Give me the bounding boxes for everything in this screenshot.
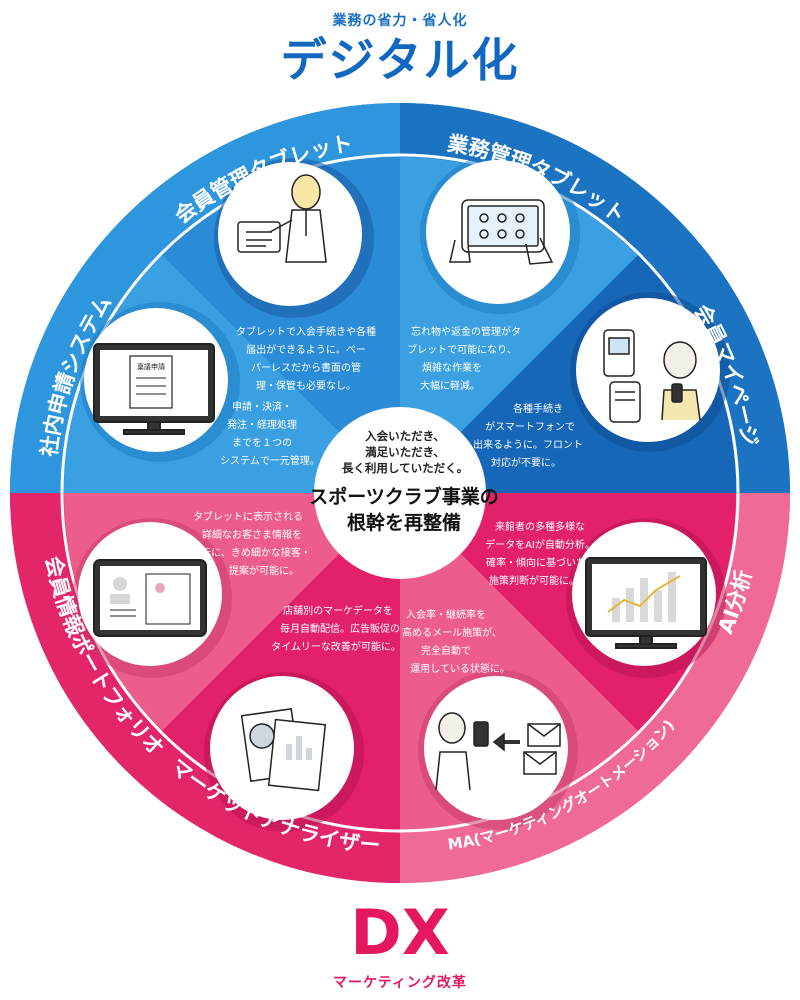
center-main-line-2: 根幹を再整備 [347, 511, 461, 534]
desc-internal-system-line: 申請・決済・ [232, 400, 292, 413]
monitor-icon: 稟議申請 [93, 343, 215, 435]
center-main-line-1: スポーツクラブ事業の [309, 485, 499, 508]
ring-separator [60, 153, 740, 833]
desc-business-tablet: 忘れ物や返金の管理がタ ブレットで可能になり、 煩雑な作業を 大幅に軽減。 [407, 325, 521, 392]
monitor-label: 稟議申請 [137, 362, 165, 371]
desc-business-tablet-line: ブレットで可能になり、 [407, 343, 517, 356]
desc-member-tablet-line: パーレスだから書面の管 [251, 361, 361, 374]
staff-with-tablet-icon [237, 174, 327, 263]
desc-ai-analysis: 来館者の多種多様な データをAIが自動分析。 確率・傾向に基づいた 施策判断が可… [485, 520, 595, 587]
desc-member-mypage-line: 対応が不要に。 [491, 456, 561, 469]
header-title: デジタル化 [280, 33, 520, 87]
desc-member-tablet: タブレットで入会手続きや各種 届出ができるように。ペー パーレスだから書面の管 … [236, 325, 376, 392]
center-line-1: 入会いただき、 [365, 429, 445, 443]
desc-ai-analysis-line: データをAIが自動分析。 [485, 538, 595, 551]
desc-member-tablet-line: タブレットで入会手続きや各種 [236, 325, 376, 338]
desc-member-mypage-line: 出来るように。フロント [473, 438, 583, 451]
desc-member-tablet-line: 理・保管も必要なし。 [256, 379, 356, 392]
desc-business-tablet-line: 大幅に軽減。 [420, 379, 480, 392]
desc-ma-line: 運用している状態に。 [410, 662, 510, 675]
desc-member-portfolio-line: 元に、きめ細かな接客・ [201, 546, 311, 559]
desc-member-mypage-line: 各種手続き [513, 402, 563, 415]
desc-internal-system-line: システムで一元管理。 [220, 454, 320, 467]
desc-ma-line: 入会率・継続率を [406, 608, 486, 621]
center-line-3: 長く利用していただく。 [342, 461, 468, 475]
center-circle [314, 407, 486, 579]
desc-ai-analysis-line: 来館者の多種多様な [495, 520, 585, 533]
header-subtitle: 業務の省力・省人化 [332, 13, 468, 29]
desc-ma: 入会率・継続率を 高めるメール施策が、 完全自動で 運用している状態に。 [402, 608, 510, 675]
report-documents-icon [240, 707, 327, 792]
desc-member-portfolio-line: 詳細なお客さま情報を [202, 528, 302, 541]
footer-title: DX [350, 896, 450, 969]
desc-internal-system-line: までを１つの [232, 437, 292, 449]
desc-market-analyzer-line: タイムリーな改善が可能に。 [271, 640, 401, 653]
desc-member-portfolio-line: 提案が可能に。 [229, 564, 299, 577]
desc-ma-line: 高めるメール施策が、 [402, 626, 502, 639]
icon-circle-ma [424, 676, 568, 820]
footer-subtitle: マーケティング改革 [333, 975, 467, 991]
desc-ai-analysis-line: 施策判断が可能に。 [489, 574, 579, 587]
desc-member-mypage-line: がスマートフォンで [485, 420, 575, 433]
desc-market-analyzer-line: 毎月自動配信。広告販促の [280, 622, 400, 635]
desc-market-analyzer: 店舗別のマーケデータを 毎月自動配信。広告販促の タイムリーな改善が可能に。 [271, 604, 401, 653]
desc-business-tablet-line: 忘れ物や返金の管理がタ [411, 325, 521, 338]
desc-member-portfolio: タブレットに表示される 詳細なお客さま情報を 元に、きめ細かな接客・ 提案が可能… [193, 510, 311, 577]
desc-member-portfolio-line: タブレットに表示される [193, 510, 303, 523]
phone-with-mail-icon [435, 712, 561, 791]
desc-ai-analysis-line: 確率・傾向に基づいた [486, 556, 586, 569]
desc-market-analyzer-line: 店舗別のマーケデータを [283, 604, 393, 617]
desc-member-tablet-line: 届出ができるように。ペー [246, 343, 366, 356]
desc-ma-line: 完全自動で [421, 644, 471, 657]
hands-with-tablet-icon [449, 199, 554, 265]
tablet-profile-icon [93, 559, 207, 637]
desc-internal-system: 申請・決済・ 発注・経理処理 までを１つの システムで一元管理。 [220, 400, 320, 467]
desc-business-tablet-line: 煩雑な作業を [422, 361, 482, 374]
person-with-smartphone-icon [603, 329, 701, 423]
analytics-monitor-icon [585, 557, 707, 649]
center-line-2: 満足いただき、 [365, 445, 445, 459]
desc-internal-system-line: 発注・経理処理 [227, 418, 297, 431]
desc-member-mypage: 各種手続き がスマートフォンで 出来るように。フロント 対応が不要に。 [473, 402, 583, 469]
